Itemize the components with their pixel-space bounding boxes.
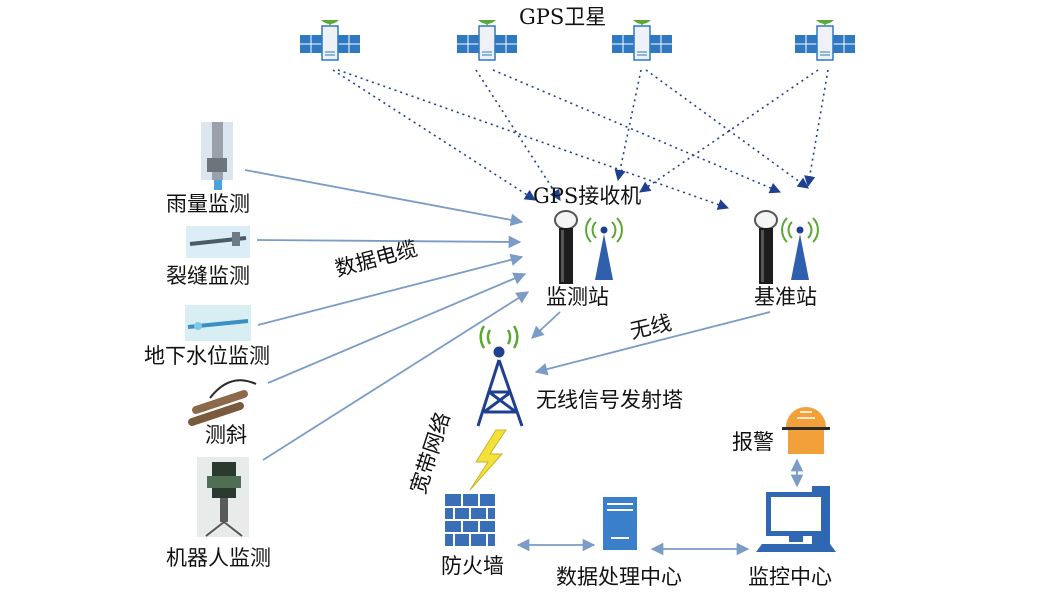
inclinometer-icon bbox=[188, 379, 257, 426]
gps-receiver-icon bbox=[754, 210, 778, 285]
firewall-icon bbox=[445, 494, 495, 546]
satellite-icon bbox=[456, 19, 518, 61]
firewall-label: 防火墙 bbox=[441, 554, 504, 578]
alarm-label: 报警 bbox=[732, 430, 774, 454]
monitoring-antenna-icon bbox=[585, 217, 623, 281]
server-icon bbox=[603, 497, 637, 550]
station-to-tower-arrow bbox=[531, 311, 561, 339]
satellite-icon bbox=[794, 19, 856, 61]
sensor-label: 机器人监测 bbox=[166, 546, 271, 570]
satellite-icon bbox=[611, 19, 673, 61]
control-center-label: 监控中心 bbox=[748, 565, 832, 589]
rain-gauge-icon bbox=[201, 122, 233, 190]
sensor-label: 地下水位监测 bbox=[144, 344, 270, 368]
sensor-label: 测斜 bbox=[205, 423, 247, 447]
satellite-signal-lines bbox=[332, 69, 829, 210]
gps-receiver-icon bbox=[554, 210, 578, 285]
gps-receiver-label: GPS接收机 bbox=[533, 184, 642, 208]
sensor-label: 雨量监测 bbox=[166, 192, 250, 216]
tower-signal-icon bbox=[479, 325, 519, 349]
reference-station-label: 基准站 bbox=[754, 285, 817, 309]
monitor-computer-icon bbox=[756, 486, 836, 552]
data-cable-lines bbox=[244, 169, 530, 461]
tower-label: 无线信号发射塔 bbox=[536, 388, 683, 412]
gps-satellite-title: GPS卫星 bbox=[519, 5, 607, 29]
lightning-bolt-icon bbox=[469, 429, 507, 491]
alarm-siren-icon bbox=[782, 407, 830, 454]
transmission-tower-icon bbox=[476, 346, 524, 427]
crack-meter-icon bbox=[186, 226, 250, 258]
water-level-sensor-icon bbox=[185, 305, 251, 341]
data-center-label: 数据处理中心 bbox=[556, 565, 682, 589]
reference-antenna-icon bbox=[781, 217, 819, 281]
total-station-robot-icon bbox=[197, 457, 249, 537]
monitoring-station-label: 监测站 bbox=[546, 285, 609, 309]
wireless-link-arrow bbox=[534, 311, 771, 376]
sensor-label: 裂缝监测 bbox=[166, 264, 250, 288]
satellite-icon bbox=[299, 19, 361, 61]
